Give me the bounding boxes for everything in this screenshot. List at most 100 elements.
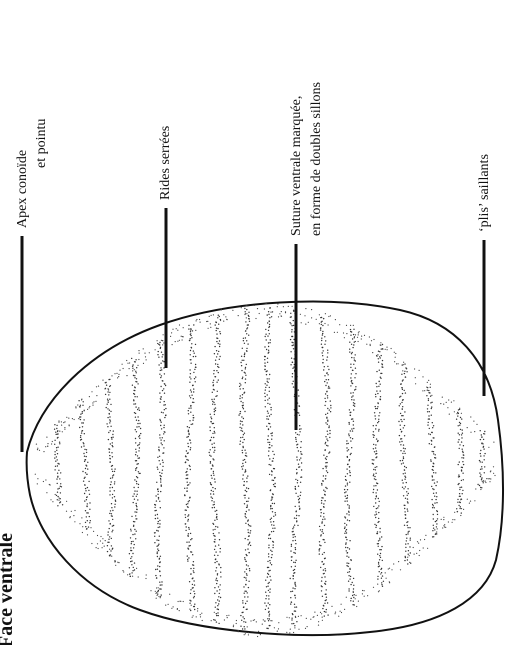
- stipple-dot: [404, 559, 406, 562]
- stipple-dot: [158, 460, 160, 462]
- stipple-dot: [96, 534, 99, 537]
- stipple-dot: [161, 437, 163, 439]
- stipple-dot: [351, 428, 353, 430]
- stipple-dot: [324, 599, 326, 602]
- stipple-dot: [486, 478, 488, 480]
- stipple-dot: [135, 372, 137, 374]
- stipple-dot: [291, 331, 293, 333]
- stipple-dot: [415, 383, 417, 385]
- stipple-dot: [296, 444, 298, 446]
- stipple-dot: [220, 571, 222, 573]
- stipple-dot: [402, 482, 404, 484]
- stipple-dot: [185, 474, 188, 476]
- stipple-dot: [195, 376, 197, 378]
- stipple-dot: [379, 351, 381, 353]
- stipple-dot: [328, 315, 330, 318]
- stipple-dot: [187, 520, 189, 522]
- stipple-dot: [401, 380, 404, 382]
- stipple-dot: [350, 392, 352, 394]
- stipple-dot: [55, 431, 57, 433]
- stipple-dot: [218, 544, 220, 546]
- stipple-dot: [257, 635, 259, 638]
- stipple-dot: [329, 436, 331, 439]
- stipple-dot: [353, 594, 355, 596]
- stipple-dot: [447, 521, 449, 523]
- stipple-dot: [267, 349, 270, 351]
- stipple-dot: [374, 418, 377, 420]
- stipple-dot: [211, 500, 213, 502]
- stipple-dot: [266, 627, 268, 629]
- stipple-dot: [215, 329, 217, 332]
- stipple-dot: [348, 423, 350, 425]
- stipple-dot: [156, 481, 158, 483]
- stipple-dot: [430, 407, 432, 410]
- stipple-dot: [106, 423, 108, 425]
- stipple-dot: [292, 348, 295, 350]
- stipple-dot: [404, 556, 407, 559]
- stipple-dot: [361, 593, 363, 595]
- stipple-dot: [426, 386, 428, 388]
- stipple-dot: [213, 401, 215, 404]
- stipple-dot: [159, 437, 161, 439]
- stipple-dot: [375, 524, 378, 527]
- stipple-dot: [220, 308, 222, 310]
- stipple-dot: [82, 470, 84, 473]
- stipple-dot: [172, 606, 174, 608]
- stipple-dot: [278, 622, 280, 624]
- stipple-dot: [217, 554, 219, 557]
- stipple-dot: [255, 621, 257, 623]
- stipple-dot: [109, 458, 112, 460]
- stipple-dot: [244, 313, 246, 315]
- stipple-dot: [400, 383, 402, 385]
- stipple-dot: [436, 531, 438, 533]
- stipple-dot: [350, 418, 353, 420]
- stipple-dot: [215, 613, 217, 615]
- stipple-dot: [157, 589, 160, 592]
- stipple-dot: [109, 522, 111, 525]
- stipple-dot: [217, 612, 219, 614]
- stipple-dot: [134, 429, 136, 431]
- stipple-dot: [299, 507, 301, 509]
- stipple-dot: [484, 480, 486, 482]
- stipple-dot: [377, 566, 380, 568]
- stipple-dot: [326, 382, 328, 384]
- stipple-dot: [194, 368, 196, 371]
- stipple-dot: [245, 608, 247, 611]
- stipple-dot: [209, 413, 211, 415]
- stipple-dot: [352, 395, 354, 397]
- stipple-dot: [293, 603, 296, 605]
- stipple-dot: [106, 403, 108, 405]
- stipple-dot: [189, 465, 191, 468]
- stipple-dot: [244, 633, 246, 635]
- stipple-dot: [268, 333, 270, 335]
- stipple-dot: [135, 515, 137, 517]
- stipple-dot: [133, 400, 135, 402]
- stipple-dot: [111, 464, 114, 467]
- stipple-dot: [212, 403, 214, 405]
- stipple-dot: [219, 589, 221, 591]
- stipple-dot: [74, 521, 76, 523]
- stipple-dot: [157, 496, 160, 499]
- stipple-dot: [266, 566, 269, 569]
- stipple-dot: [355, 386, 357, 388]
- stipple-dot: [156, 552, 158, 555]
- stipple-dot: [435, 472, 437, 474]
- stipple-dot: [247, 548, 249, 550]
- stipple-dot: [351, 382, 354, 385]
- stipple-dot: [323, 503, 325, 505]
- stipple-dot: [194, 603, 196, 605]
- stipple-dot: [247, 632, 250, 634]
- stipple-dot: [56, 427, 58, 430]
- stipple-dot: [377, 543, 380, 545]
- stipple-dot: [378, 511, 380, 514]
- stipple-dot: [336, 331, 338, 333]
- stipple-dot: [270, 470, 273, 472]
- stipple-dot: [212, 470, 215, 473]
- stipple-dot: [129, 537, 132, 539]
- stipple-dot: [426, 381, 428, 383]
- stipple-dot: [241, 452, 244, 454]
- stipple-dot: [163, 452, 165, 454]
- stipple-dot: [483, 448, 485, 450]
- stipple-dot: [244, 596, 246, 598]
- stipple-dot: [293, 533, 295, 536]
